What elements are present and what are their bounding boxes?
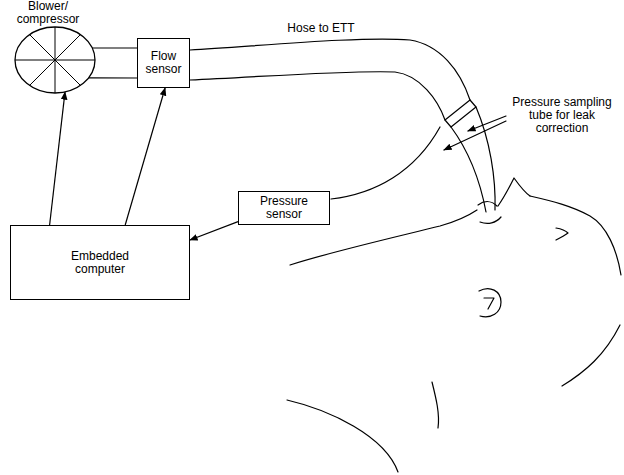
ett-tube bbox=[451, 127, 486, 212]
duct-connector bbox=[89, 48, 137, 78]
blower-housing bbox=[15, 27, 95, 93]
back-of-head bbox=[562, 325, 620, 386]
ear bbox=[479, 289, 501, 317]
leader-line bbox=[444, 121, 506, 150]
upper-lip bbox=[478, 202, 497, 206]
ett-tube bbox=[476, 107, 495, 210]
tube-label: Pressure sampling tube for leak correcti… bbox=[506, 96, 618, 135]
blower-blade bbox=[30, 35, 81, 86]
nose bbox=[498, 178, 530, 206]
lower-lip bbox=[480, 217, 501, 223]
sensor-box: Pressure sensor bbox=[238, 191, 330, 225]
node-label: Embedded computer bbox=[64, 250, 136, 276]
hose-connector bbox=[445, 100, 476, 127]
sensor-box: Flow sensor bbox=[137, 38, 190, 88]
node-label: Flow sensor bbox=[141, 50, 186, 76]
ear-inner bbox=[484, 298, 494, 309]
computer-box: Embedded computer bbox=[10, 225, 190, 300]
signal-arrow bbox=[190, 222, 238, 240]
signal-arrow bbox=[50, 92, 65, 225]
pressure-sampling-tube bbox=[331, 127, 440, 199]
node-label: Blower/ compressor bbox=[8, 0, 88, 26]
throat bbox=[432, 382, 439, 428]
hose-label: Hose to ETT bbox=[284, 22, 358, 35]
signal-arrow bbox=[125, 88, 165, 225]
shoulder bbox=[287, 400, 398, 472]
blower-symbol: Blower/ compressor bbox=[8, 0, 103, 95]
eye bbox=[556, 228, 568, 240]
node-label: Pressure sensor bbox=[242, 195, 326, 221]
hose-lower bbox=[190, 72, 445, 120]
forehead bbox=[530, 196, 621, 275]
